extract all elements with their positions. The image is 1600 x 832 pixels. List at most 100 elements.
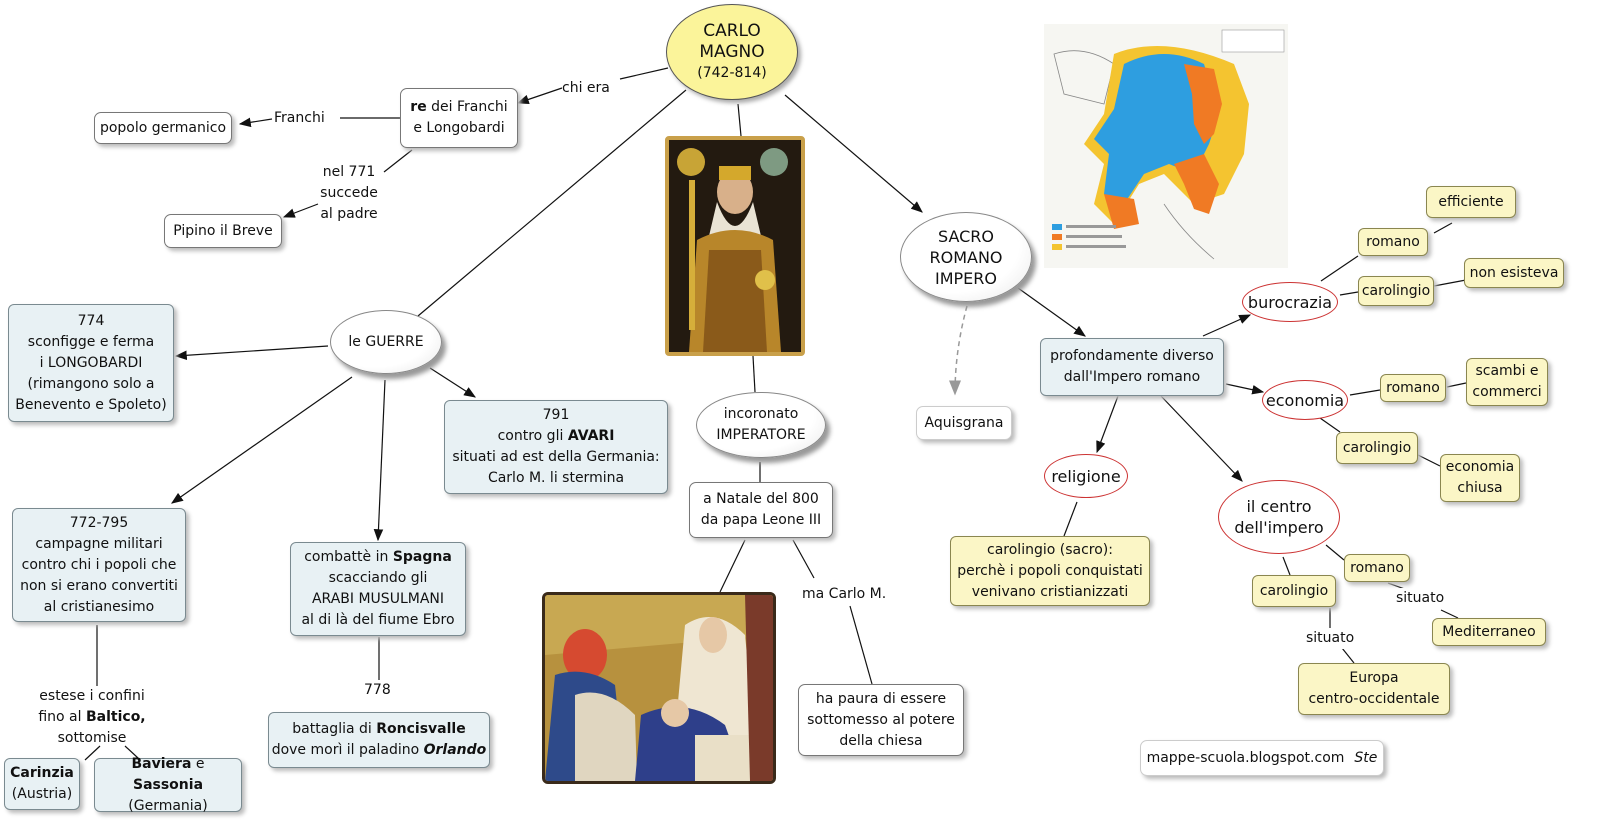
node-centro-impero[interactable]: il centro dell'impero xyxy=(1218,480,1340,554)
node-romano-economia[interactable]: romano xyxy=(1380,374,1446,402)
estese-line-1: estese i confini xyxy=(39,688,145,704)
carolingio-sacro-line-2: perchè i popoli conquistati xyxy=(957,562,1143,579)
spagna-line-2: scacciando gli xyxy=(328,570,428,586)
link-label-situato-1: situato xyxy=(1306,628,1355,649)
link-label-estese: estese i confini fino al Baltico, sottom… xyxy=(30,686,154,749)
link-label-franchi: Franchi xyxy=(274,108,325,129)
re-line-2: e Longobardi xyxy=(413,120,505,136)
carinzia-line-1: Carinzia xyxy=(10,765,74,781)
b791-line-2: contro gli AVARI xyxy=(498,426,615,447)
europa-line-1: Europa xyxy=(1349,670,1399,686)
incoronato-line-2: IMPERATORE xyxy=(716,427,806,443)
node-baviera-sassonia[interactable]: Baviera e Sassonia (Germania) xyxy=(94,756,242,814)
diverso-line-1: profondamente diverso xyxy=(1050,348,1214,364)
node-europa-centro-occidentale[interactable]: Europa centro-occidentale xyxy=(1298,663,1450,715)
node-mediterraneo[interactable]: Mediterraneo xyxy=(1432,618,1546,646)
diverso-line-2: dall'Impero romano xyxy=(1063,369,1201,385)
economia-chiusa-line-1: economia xyxy=(1445,459,1515,475)
center-line-2: MAGNO xyxy=(699,41,765,62)
spagna-combatte: combattè in xyxy=(304,549,393,565)
b791-contro: contro gli xyxy=(497,428,568,444)
europa-line-2: centro-occidentale xyxy=(1308,691,1440,707)
center-line-1: CARLO xyxy=(703,20,761,41)
sassonia-strong: Sassonia xyxy=(132,776,204,793)
node-carolingio-sacro[interactable]: carolingio (sacro): perchè i popoli conq… xyxy=(950,536,1150,606)
paura-line-3: della chiesa xyxy=(839,732,923,749)
paura-line-1: ha paura di essere xyxy=(815,690,947,707)
node-carinzia[interactable]: Carinzia (Austria) xyxy=(4,758,80,810)
node-natale-800[interactable]: a Natale del 800 da papa Leone III xyxy=(689,482,833,538)
map-drawing xyxy=(1044,24,1288,268)
node-scambi-commerci[interactable]: scambi e commerci xyxy=(1466,358,1548,406)
estese-fino: fino al xyxy=(38,709,86,725)
node-772-795[interactable]: 772-795 campagne militari contro chi i p… xyxy=(12,508,186,622)
carolingio-sacro-line-1: carolingio (sacro): xyxy=(987,541,1113,558)
estese-line-3: sottomise xyxy=(57,730,127,746)
coronation-drawing xyxy=(545,595,773,781)
node-profondamente-diverso[interactable]: profondamente diverso dall'Impero romano xyxy=(1040,338,1224,396)
node-carolingio-burocrazia[interactable]: carolingio xyxy=(1358,276,1434,306)
b772-line-2: campagne militari xyxy=(35,535,163,552)
node-popolo-germanico[interactable]: popolo germanico xyxy=(94,112,232,144)
b791-avari: AVARI xyxy=(567,428,615,444)
node-efficiente[interactable]: efficiente xyxy=(1426,186,1516,218)
node-re-franchi[interactable]: re dei Franchi e Longobardi xyxy=(400,88,518,148)
estese-baltico: Baltico, xyxy=(85,709,146,725)
centro-line-1: il centro xyxy=(1246,497,1312,516)
node-burocrazia[interactable]: burocrazia xyxy=(1242,282,1338,322)
spagna-strong: Spagna xyxy=(392,549,452,565)
spagna-line-1: combattè in Spagna xyxy=(304,547,452,568)
sacro-line-1: SACRO xyxy=(938,226,994,246)
node-le-guerre[interactable]: le GUERRE xyxy=(330,310,442,374)
node-pipino-il-breve[interactable]: Pipino il Breve xyxy=(164,214,282,248)
node-romano-centro[interactable]: romano xyxy=(1344,554,1410,582)
credit-box: mappe-scuola.blogspot.com Ste xyxy=(1140,740,1384,776)
node-aquisgrana[interactable]: Aquisgrana xyxy=(916,406,1012,440)
b791-line-4: Carlo M. li stermina xyxy=(487,470,625,486)
node-carolingio-centro[interactable]: carolingio xyxy=(1252,575,1336,607)
scambi-line-1: scambi e xyxy=(1475,363,1539,379)
nel771-line-2: succede xyxy=(320,185,378,201)
node-sacro-romano-impero[interactable]: SACRO ROMANO IMPERO xyxy=(900,212,1032,302)
b774-line-2: sconfigge e ferma xyxy=(27,333,155,350)
roncisvalle-orlando: Orlando xyxy=(423,742,487,758)
node-religione[interactable]: religione xyxy=(1044,454,1128,498)
carinzia-line-2: (Austria) xyxy=(11,786,73,802)
b774-line-5: Benevento e Spoleto) xyxy=(15,396,167,413)
baviera-strong: Baviera xyxy=(131,755,192,772)
re-line-1: re dei Franchi xyxy=(410,97,507,118)
roncisvalle-dove: dove morì il paladino xyxy=(271,742,424,758)
roncisvalle-battaglia: battaglia di xyxy=(292,721,377,737)
node-incoronato[interactable]: incoronato IMPERATORE xyxy=(696,392,826,458)
paura-line-2: sottomesso al potere xyxy=(807,711,955,728)
b772-line-3: contro chi i popoli che xyxy=(21,556,177,573)
node-non-esisteva[interactable]: non esisteva xyxy=(1464,258,1564,288)
node-roncisvalle[interactable]: battaglia di Roncisvalle dove morì il pa… xyxy=(268,712,490,768)
natale-line-1: a Natale del 800 xyxy=(703,491,819,507)
b772-line-1: 772-795 xyxy=(69,514,129,531)
sacro-line-2: ROMANO xyxy=(929,247,1003,267)
center-line-3: (742-814) xyxy=(697,64,767,81)
node-paura[interactable]: ha paura di essere sottomesso al potere … xyxy=(798,684,964,756)
node-774[interactable]: 774 sconfigge e ferma i LONGOBARDI (rima… xyxy=(8,304,174,422)
node-romano-burocrazia[interactable]: romano xyxy=(1358,228,1428,256)
node-carolingio-economia[interactable]: carolingio xyxy=(1336,432,1418,464)
baviera-e: e xyxy=(191,755,205,772)
nel771-line-3: al padre xyxy=(320,206,378,222)
incoronato-line-1: incoronato xyxy=(723,406,799,422)
node-spagna[interactable]: combattè in Spagna scacciando gli ARABI … xyxy=(290,542,466,636)
coronation-image xyxy=(542,592,776,784)
charlemagne-portrait-image xyxy=(665,136,805,356)
node-791[interactable]: 791 contro gli AVARI situati ad est dell… xyxy=(444,400,668,494)
node-economia-chiusa[interactable]: economia chiusa xyxy=(1440,454,1520,502)
baviera-line-2: (Germania) xyxy=(128,797,208,814)
carolingio-sacro-line-3: venivano cristianizzati xyxy=(971,583,1129,600)
re-strong: re xyxy=(410,99,427,115)
baviera-line-1: Baviera e Sassonia xyxy=(95,754,241,796)
link-label-ma-carlo: ma Carlo M. xyxy=(802,584,887,605)
link-label-situato-2: situato xyxy=(1396,588,1445,609)
node-economia[interactable]: economia xyxy=(1262,380,1348,420)
economia-chiusa-line-2: chiusa xyxy=(1457,480,1503,496)
center-node-carlo-magno[interactable]: CARLO MAGNO (742-814) xyxy=(666,4,798,100)
